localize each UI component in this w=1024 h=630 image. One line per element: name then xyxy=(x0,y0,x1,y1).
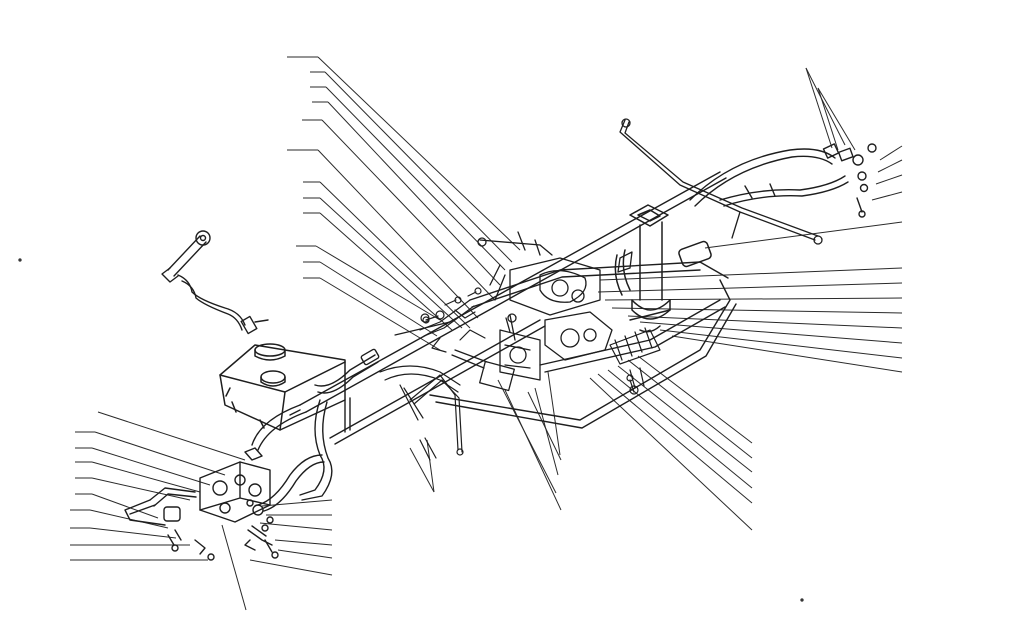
reservoir-tank xyxy=(219,343,346,431)
top-brake-pipe xyxy=(619,118,823,245)
lower-frame-bracket xyxy=(609,327,661,395)
central-valve-cluster xyxy=(451,231,633,392)
leader-lines-left-center xyxy=(296,197,463,351)
leader-lines-bottom-right xyxy=(589,355,753,531)
left-flex-hose xyxy=(161,230,269,335)
leader-lines-bottom-center xyxy=(409,371,562,511)
small-hardware xyxy=(18,258,804,602)
tank-pipes xyxy=(251,348,380,501)
pedestal xyxy=(614,204,712,333)
leader-lines-lower-small xyxy=(221,499,333,611)
leader-lines-left-bottom xyxy=(70,411,246,561)
connecting-pipes xyxy=(379,299,486,461)
leader-lines-right-top xyxy=(805,67,856,151)
lower-left-valve-block xyxy=(124,447,325,561)
leader-lines-left-top xyxy=(287,56,521,329)
leader-lines-right-mid xyxy=(597,145,903,373)
right-flex-hoses xyxy=(689,143,877,218)
